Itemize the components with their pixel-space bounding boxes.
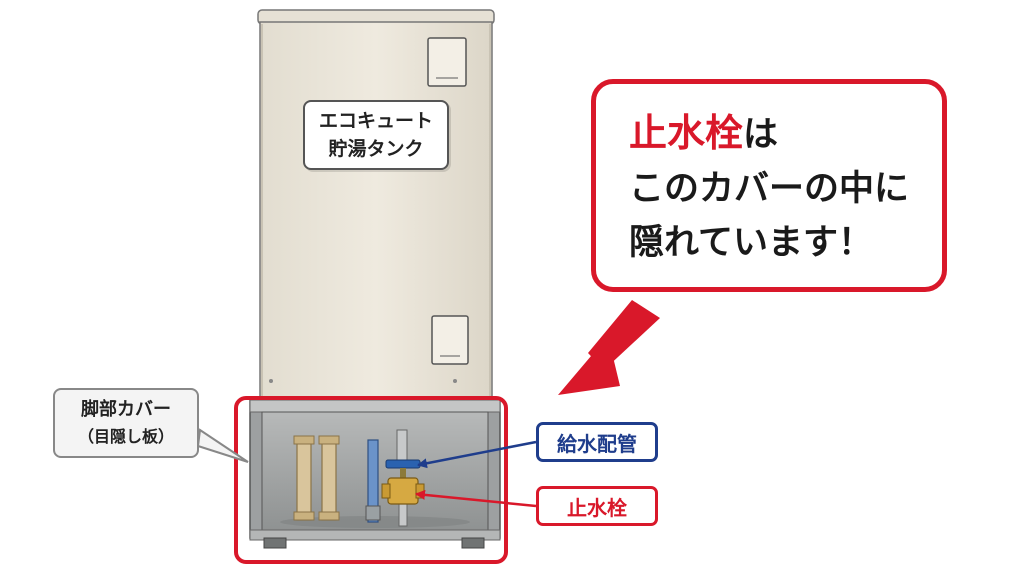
callout-arrow <box>558 300 660 395</box>
callout-line3: 隠れています！ <box>629 223 873 263</box>
lower-access-panel <box>269 315 469 383</box>
callout-line1: 止水栓は <box>629 106 942 162</box>
callout-highlight: 止水栓 <box>629 111 744 155</box>
leg-cover-label-line1: 脚部カバー <box>81 399 171 420</box>
leg-cover-label: 脚部カバー （目隠し板） <box>53 388 199 458</box>
tank-label: エコキュート 貯湯タンク <box>303 100 449 170</box>
callout-line1-rest: は <box>743 115 779 155</box>
callout-box: 止水栓は このカバーの中に 隠れています！ <box>591 79 947 292</box>
callout-line2: このカバーの中に <box>629 169 910 209</box>
supply-pipe-connector <box>417 440 537 469</box>
supply-pipe-tag: 給水配管 <box>536 422 658 462</box>
stop-valve-connector <box>415 489 537 508</box>
tank-label-line2: 貯湯タンク <box>328 138 424 160</box>
stop-valve-illustration <box>381 459 425 505</box>
highlight-frame <box>234 396 508 564</box>
leg-label-pointer <box>196 428 249 463</box>
tank-label-line1: エコキュート <box>318 110 433 132</box>
leg-cover-label-line2: （目隠し板） <box>77 427 174 446</box>
upper-access-panel <box>427 37 467 87</box>
stop-valve-tag: 止水栓 <box>536 486 658 526</box>
pipes <box>293 429 408 527</box>
